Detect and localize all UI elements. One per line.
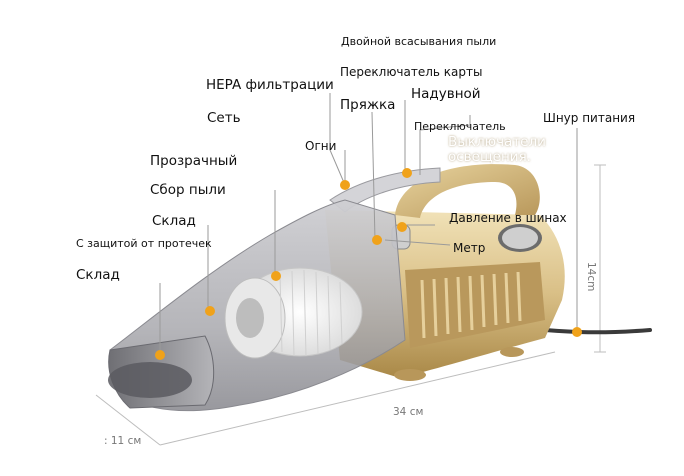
label-buckle: Пряжка bbox=[340, 97, 396, 113]
callout-dot-meter bbox=[372, 235, 382, 245]
label-storage-1: Склад bbox=[152, 213, 196, 229]
callout-dot-lights bbox=[340, 180, 350, 190]
label-inflate: Надувной bbox=[411, 86, 481, 102]
callout-dot-cord bbox=[572, 327, 582, 337]
label-card-switch: Переключатель карты bbox=[340, 65, 483, 79]
label-dual-suction: Двойной всасывания пыли bbox=[341, 35, 497, 48]
dimension-height: 14cm bbox=[585, 262, 597, 292]
label-meter: Метр bbox=[453, 241, 486, 255]
power-cord bbox=[543, 328, 652, 335]
label-switch: Переключатель bbox=[414, 120, 506, 133]
label-power-cord: Шнур питания bbox=[543, 111, 636, 125]
label-dust-collect: Сбор пыли bbox=[150, 182, 226, 198]
dimension-width: : 11 см bbox=[104, 435, 142, 447]
leader-lines bbox=[159, 93, 578, 352]
dimension-lines bbox=[95, 164, 606, 446]
callout-dot-inflate bbox=[402, 168, 412, 178]
label-lights: Огни bbox=[305, 139, 337, 153]
label-hepa: HEPA фильтрации bbox=[206, 77, 334, 93]
callout-dot-storage-net bbox=[205, 306, 215, 316]
callout-dot-hepa bbox=[271, 271, 281, 281]
callout-dot-storage bbox=[155, 350, 165, 360]
label-tire-pressure: Давление в шинах bbox=[449, 211, 567, 225]
label-leak-protect: С защитой от протечек bbox=[76, 237, 212, 250]
label-net: Сеть bbox=[207, 110, 241, 126]
label-light-off: Выключатели освещения. bbox=[448, 134, 546, 165]
dimension-length: 34 см bbox=[393, 406, 424, 418]
label-transparent: Прозрачный bbox=[150, 153, 238, 169]
hepa-filter bbox=[224, 267, 363, 359]
buckle-rail bbox=[329, 167, 441, 213]
callout-dot-buckle bbox=[397, 222, 407, 232]
callout-dots bbox=[155, 168, 582, 360]
label-storage-2: Склад bbox=[76, 267, 120, 283]
